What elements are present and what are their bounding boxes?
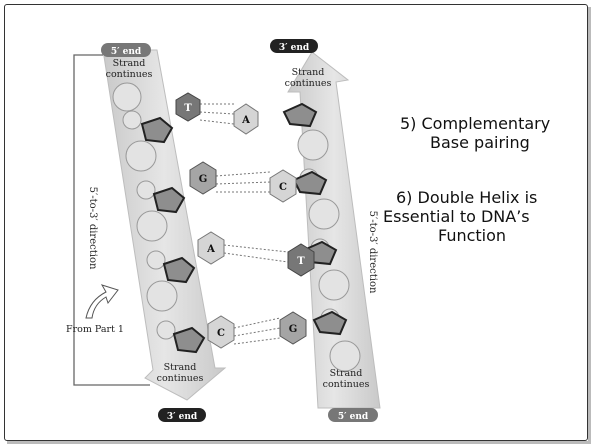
strand-continues-word: Strand bbox=[330, 368, 363, 379]
label-bottom-right: 5′ end bbox=[338, 412, 369, 422]
from-part-label: From Part 1 bbox=[66, 324, 124, 335]
direction-right: 5′-to-3′ direction bbox=[367, 211, 378, 294]
base-left-1: T bbox=[184, 103, 192, 114]
strand-continues-word: continues bbox=[285, 78, 332, 89]
slide-shadow-right bbox=[588, 7, 591, 443]
strand-continues-word: Strand bbox=[292, 67, 325, 78]
from-part-bracket bbox=[73, 54, 150, 386]
caption-point-6-line-2: Essential to DNA’s bbox=[383, 207, 530, 226]
strand-continues-word: continues bbox=[323, 379, 370, 390]
left-sugars bbox=[140, 116, 206, 354]
pill-bottom-left bbox=[158, 408, 206, 422]
strand-continues-word: Strand bbox=[164, 362, 197, 373]
strand-continues-word: continues bbox=[157, 373, 204, 384]
pill-bottom-right bbox=[328, 408, 378, 422]
base-right-2: C bbox=[279, 182, 287, 193]
caption-point-6: 6) Double Helix is Essential to DNA’s Fu… bbox=[382, 188, 588, 245]
from-part-arrow bbox=[85, 284, 119, 319]
right-bases: A C T G bbox=[233, 103, 315, 345]
base-left-2: G bbox=[199, 174, 208, 185]
label-bottom-left: 3′ end bbox=[167, 412, 198, 422]
hydrogen-bonds bbox=[199, 103, 289, 345]
caption-point-5-line-1: 5) Complementary bbox=[400, 114, 551, 133]
caption-point-5-line-2: Base pairing bbox=[430, 133, 530, 152]
slide-shadow-bottom bbox=[7, 441, 591, 444]
label-top-left: 5′ end bbox=[111, 47, 142, 57]
strand-continues-word: continues bbox=[106, 69, 153, 80]
caption-point-6-line-3: Function bbox=[438, 226, 507, 245]
base-left-4: C bbox=[217, 328, 225, 339]
base-right-4: G bbox=[289, 324, 298, 335]
pill-top-left bbox=[101, 43, 151, 57]
strand-continues-word: Strand bbox=[113, 58, 146, 69]
left-bases: T G A C bbox=[175, 92, 235, 349]
label-top-right: 3′ end bbox=[279, 43, 310, 53]
caption-point-5: 5) Complementary Base pairing bbox=[396, 114, 566, 152]
slide-frame bbox=[4, 4, 588, 441]
right-backbone bbox=[297, 129, 361, 372]
base-left-3: A bbox=[206, 244, 215, 255]
pill-top-right bbox=[270, 39, 318, 53]
direction-left: 5′-to-3′ direction bbox=[87, 187, 98, 270]
base-right-1: A bbox=[241, 115, 250, 126]
base-right-3: T bbox=[297, 256, 305, 267]
left-backbone bbox=[112, 82, 178, 340]
caption-point-6-line-1: 6) Double Helix is bbox=[396, 188, 538, 207]
